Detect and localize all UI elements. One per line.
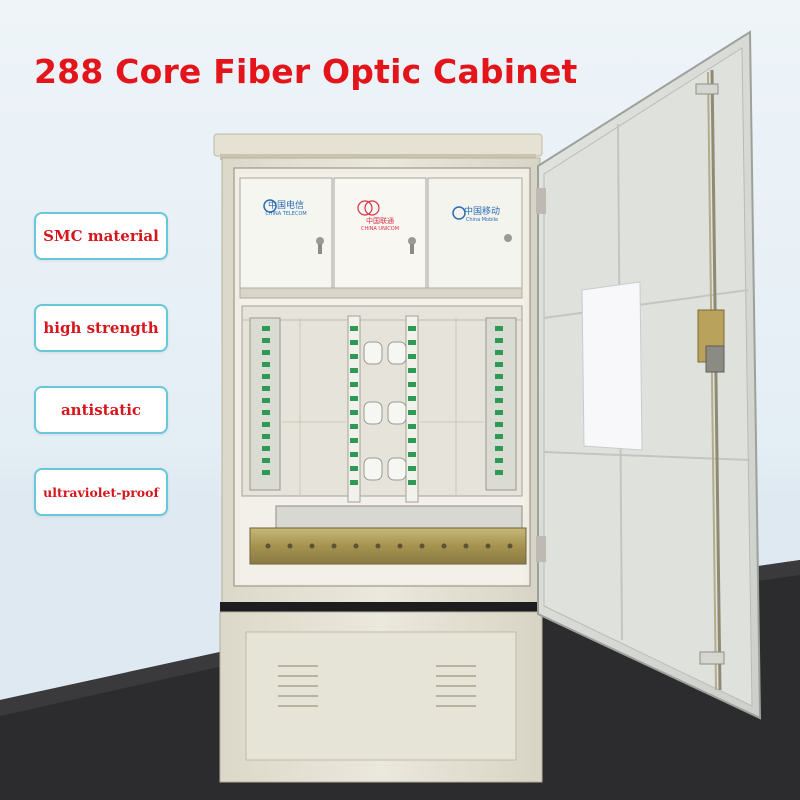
feature-badge-label: ultraviolet-proof: [43, 484, 159, 500]
feature-badge-label: antistatic: [60, 401, 142, 419]
feature-badge-high-strength: high strength: [34, 304, 168, 352]
logo-text: 中国联通: [366, 217, 394, 225]
feature-badge-ultraviolet-proof: ultraviolet-proof: [34, 468, 168, 516]
logo-subtext: CHINA TELECOM: [265, 211, 307, 217]
logo-china-telecom: 中国电信 CHINA TELECOM: [248, 198, 324, 217]
splice-area: [241, 305, 523, 503]
product-title: 288 Core Fiber Optic Cabinet: [34, 52, 578, 91]
grounding-bar: [249, 505, 527, 565]
feature-badge-label: SMC material: [43, 227, 159, 245]
operator-boxes: [239, 177, 523, 299]
logo-subtext: CHINA UNICOM: [360, 226, 400, 232]
feature-badge-label: high strength: [43, 319, 159, 337]
green-adapters: [262, 326, 503, 485]
logo-text: 中国电信: [267, 201, 304, 211]
logo-subtext: China Mobile: [465, 217, 499, 223]
cabinet-top-cap: [213, 133, 543, 160]
cabinet-base: [219, 602, 543, 783]
feature-badge-smc-material: SMC material: [34, 212, 168, 260]
logo-text: 中国移动: [463, 207, 500, 217]
logo-china-unicom: 中国联通 CHINA UNICOM: [342, 216, 418, 232]
cabinet-door: [536, 30, 762, 720]
feature-badge-antistatic: antistatic: [34, 386, 168, 434]
logo-china-mobile: 中国移动 China Mobile: [448, 204, 516, 223]
